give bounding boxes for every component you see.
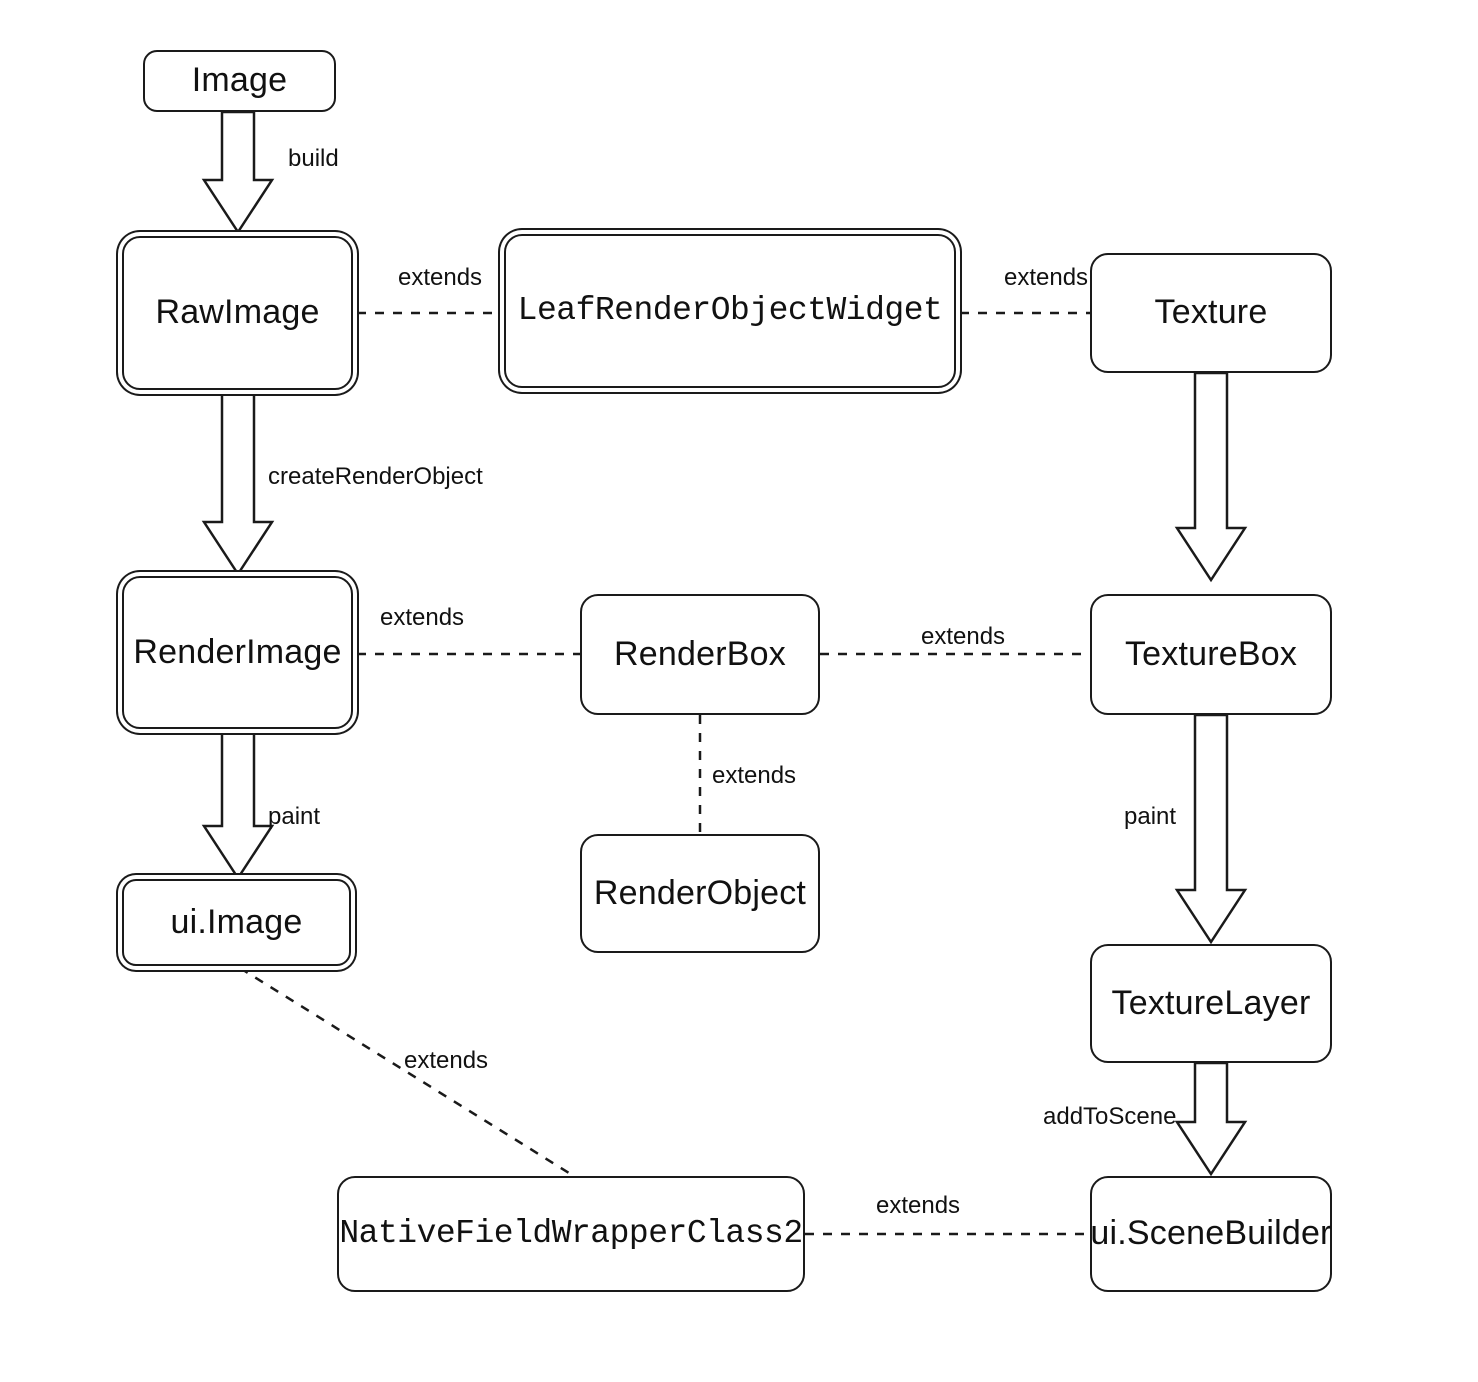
edge-label-extends-renderbox-texturebox: extends: [921, 623, 1006, 650]
edge-build: [201, 110, 275, 235]
node-image-label: Image: [191, 61, 288, 100]
node-texturelayer[interactable]: TextureLayer: [1090, 944, 1332, 1063]
edge-extends-uiimage-nativefield: [239, 966, 578, 1180]
node-leafrenderobjectwidget[interactable]: LeafRenderObjectWidget: [504, 234, 956, 388]
edge-texture-texturebox: [1174, 371, 1248, 583]
node-rawimage-label: RawImage: [155, 293, 320, 332]
edge-label-paint-renderimage-uiimage: paint: [268, 803, 321, 830]
node-renderimage-label: RenderImage: [133, 632, 342, 671]
node-ui-scenebuilder-label: ui.SceneBuilder: [1090, 1214, 1332, 1253]
edge-label-extends-nativefield-scenebuilder: extends: [876, 1192, 961, 1219]
edge-paint-renderimage-uiimage: [201, 731, 275, 881]
edge-label-extends-uiimage-nativefield: extends: [404, 1047, 489, 1074]
node-renderbox-label: RenderBox: [614, 634, 786, 673]
edge-label-build: build: [288, 145, 339, 172]
edge-label-addtoscene: addToScene: [1043, 1103, 1177, 1130]
node-ui-scenebuilder[interactable]: ui.SceneBuilder: [1090, 1176, 1332, 1292]
edge-label-extends-leafwidget-texture: extends: [1004, 264, 1089, 291]
edge-addtoscene: [1174, 1061, 1248, 1177]
node-nativefieldwrapperclass2-label: NativeFieldWrapperClass2: [339, 1214, 803, 1252]
edge-label-paint-texturebox-texturelayer: paint: [1124, 803, 1177, 830]
node-rawimage[interactable]: RawImage: [122, 236, 353, 390]
node-ui-image-label: ui.Image: [170, 902, 303, 941]
node-texturebox-label: TextureBox: [1124, 634, 1298, 673]
edge-label-extends-renderbox-renderobject: extends: [712, 762, 797, 789]
node-image[interactable]: Image: [143, 50, 336, 112]
node-nativefieldwrapperclass2[interactable]: NativeFieldWrapperClass2: [337, 1176, 805, 1292]
edge-label-extends-renderimage-renderbox: extends: [380, 604, 465, 631]
node-texturelayer-label: TextureLayer: [1111, 983, 1311, 1022]
node-ui-image[interactable]: ui.Image: [122, 879, 351, 966]
node-renderobject-label: RenderObject: [593, 873, 807, 912]
node-texture[interactable]: Texture: [1090, 253, 1332, 373]
node-renderobject[interactable]: RenderObject: [580, 834, 820, 953]
edge-label-createrenderobject: createRenderObject: [268, 463, 483, 490]
edge-label-extends-rawimage-leafwidget: extends: [398, 264, 483, 291]
node-renderbox[interactable]: RenderBox: [580, 594, 820, 715]
node-texturebox[interactable]: TextureBox: [1090, 594, 1332, 715]
node-texture-label: Texture: [1154, 293, 1268, 332]
node-renderimage[interactable]: RenderImage: [122, 576, 353, 729]
edge-paint-texturebox-texturelayer: [1174, 713, 1248, 945]
edge-createrenderobject: [201, 392, 275, 577]
node-leafrenderobjectwidget-label: LeafRenderObjectWidget: [517, 291, 943, 329]
